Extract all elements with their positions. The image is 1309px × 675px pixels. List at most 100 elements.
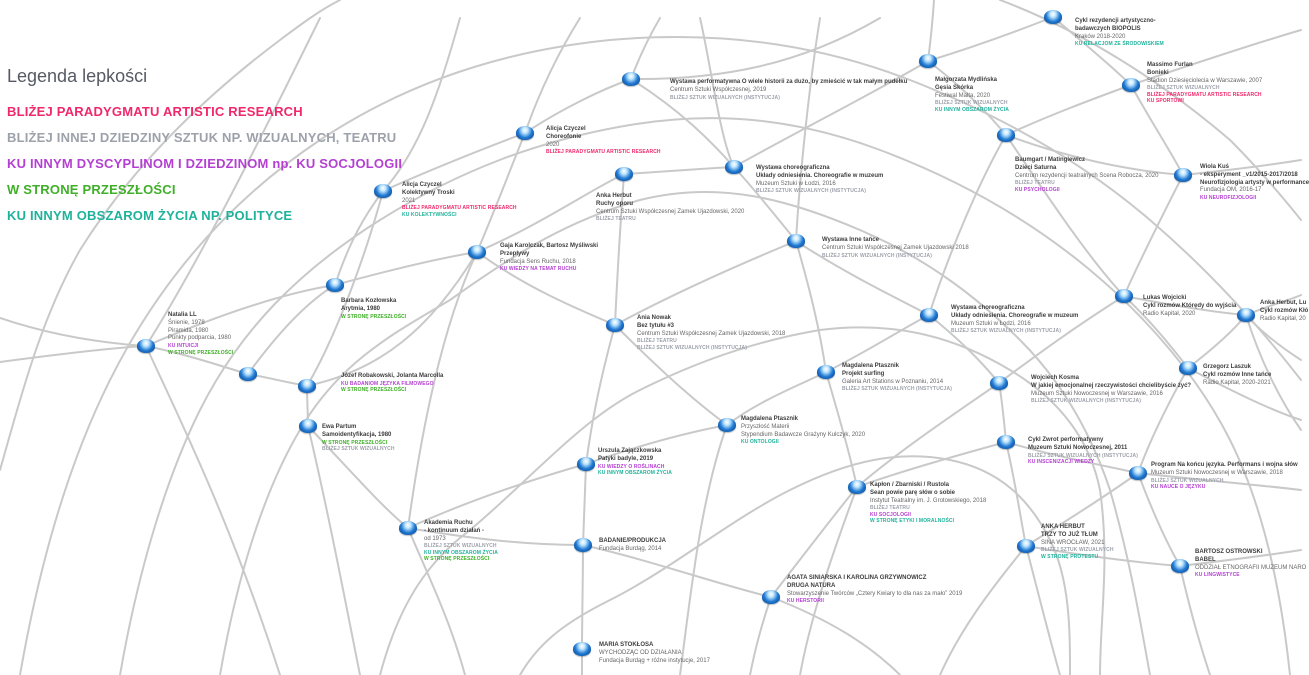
work-title: Ruchy oporu: [596, 200, 633, 207]
web-node-marker[interactable]: [326, 278, 344, 292]
work-meta: SINA WROCŁAW, 2021: [1041, 539, 1105, 546]
work-meta: Radio Kapitał, 2020-2021: [1203, 379, 1271, 386]
web-node-marker[interactable]: [1237, 308, 1255, 322]
web-node-marker[interactable]: [919, 54, 937, 68]
stickiness-tag: BLIŻEJ SZTUK WIZUALNYCH: [1147, 85, 1220, 92]
web-node-marker[interactable]: [718, 418, 736, 432]
work-title: Sean powie parę słów o sobie: [870, 489, 956, 496]
stickiness-tag: BLIŻEJ SZTUK WIZUALNYCH (INSTYTUCJA): [1028, 452, 1138, 459]
web-node-marker[interactable]: [725, 160, 743, 174]
stickiness-tag: BLIŻEJ SZTUK WIZUALNYCH (INSTYTUCJA): [1031, 398, 1141, 405]
web-node-marker[interactable]: [374, 184, 392, 198]
web-node-marker[interactable]: [468, 245, 486, 259]
web-node-marker[interactable]: [787, 234, 805, 248]
web-node-marker[interactable]: [1179, 361, 1197, 375]
work-meta: Piramida, 1980: [168, 327, 209, 334]
work-meta: Radio Kapitał, 20: [1260, 315, 1306, 322]
stickiness-tag: BLIŻEJ SZTUK WIZUALNYCH (INSTYTUCJA): [822, 252, 932, 259]
web-node-marker[interactable]: [848, 480, 866, 494]
stickiness-tag: W STRONĘ PRZESZŁOŚCI: [322, 439, 388, 446]
web-node-marker[interactable]: [573, 642, 591, 656]
work-title: Patyki badyle, 2019: [598, 455, 654, 462]
stickiness-tag: KU INNYM OBSZAROM ŻYCIA: [935, 106, 1009, 113]
work-title: Wystawa choreograficzna: [756, 165, 830, 171]
stickiness-tag: BLIŻEJ SZTUK WIZUALNYCH (INSTYTUCJA): [951, 328, 1061, 335]
work-title: Józef Robakowski, Jolanta Marcolla: [341, 373, 444, 379]
work-meta: WYCHODZĄC OD DZIAŁANIA: [599, 649, 682, 656]
web-node-marker[interactable]: [606, 318, 624, 332]
work-meta: Stowarzyszenie Twórców „Cztery Kwiary to…: [787, 590, 963, 597]
work-title: Wiola Kuś: [1200, 164, 1229, 170]
work-title: Wystawa Inne tańce: [822, 237, 879, 243]
web-node-marker[interactable]: [516, 126, 534, 140]
web-node-marker[interactable]: [1044, 10, 1062, 24]
stickiness-tag: KU LINGWISTYCE: [1195, 572, 1240, 579]
work-card: Akademia Ruchu- kontinuum działań -od 19…: [424, 520, 498, 563]
work-meta: ODDZIAŁ ETNOGRAFII MUZEUM NARO: [1195, 564, 1307, 571]
web-node-marker[interactable]: [577, 457, 595, 471]
work-title: Cykl Zwrot performatywny: [1028, 437, 1104, 443]
stickiness-tag: W STRONĘ PRZESZŁOŚCI: [341, 387, 407, 394]
stickiness-tag: KU PSYCHOLOGII: [1015, 186, 1060, 193]
stickiness-tag: BLIŻEJ SZTUK WIZUALNYCH: [424, 543, 497, 550]
work-title: Bonieki: [1147, 69, 1169, 76]
work-title: Barbara Kozłowska: [341, 298, 397, 304]
web-node-marker[interactable]: [399, 521, 417, 535]
work-title: Grzegorz Laszuk: [1203, 364, 1252, 370]
work-meta: Przyszłość Materii: [741, 423, 790, 430]
work-title: Natalia LL: [168, 312, 197, 318]
work-title: Układy odniesienia. Choreografie w muzeu…: [951, 312, 1079, 319]
work-title: Gaja Karolczak, Bartosz Myśliwski: [500, 243, 599, 249]
work-card: Wystawa performatywna O wiele historii z…: [670, 79, 907, 101]
web-node-marker[interactable]: [239, 367, 257, 381]
web-node-marker[interactable]: [1115, 289, 1133, 303]
work-title: Dzieci Saturna: [1015, 164, 1057, 171]
work-title: ANKA HERBUT: [1041, 524, 1085, 530]
work-meta: Kraków 2018-2020: [1075, 33, 1126, 40]
stickiness-tag: BLIŻEJ SZTUK WIZUALNYCH: [322, 446, 395, 453]
stickiness-tag: KU NEUROFIZJOLOGII: [1200, 195, 1257, 202]
work-meta: Centrum Sztuki Współczesnej Zamek Ujazdo…: [637, 330, 786, 337]
stickiness-tag: KU INSCENIZACJI WIEDZY: [1028, 459, 1095, 466]
web-node-marker[interactable]: [762, 590, 780, 604]
work-meta: Galeria Art Stations w Poznaniu, 2014: [842, 378, 944, 385]
stickiness-tag: BLIŻEJ SZTUK WIZUALNYCH (INSTYTUCJA): [670, 94, 780, 101]
work-title: Arytmia, 1980: [341, 305, 381, 312]
web-node-marker[interactable]: [920, 308, 938, 322]
web-node-marker[interactable]: [1017, 539, 1035, 553]
web-node-marker[interactable]: [997, 435, 1015, 449]
web-node-marker[interactable]: [137, 339, 155, 353]
web-node-marker[interactable]: [615, 167, 633, 181]
stickiness-tag: KU KOLEKTYWNOŚCI: [402, 211, 457, 218]
work-title: Baumgart / Matinglewicz: [1015, 157, 1086, 163]
web-node-marker[interactable]: [817, 365, 835, 379]
work-title: Bez tytułu #3: [637, 322, 675, 329]
web-node-marker[interactable]: [1171, 559, 1189, 573]
work-title: Przepływy: [500, 250, 530, 257]
work-title: MARIA STOKŁOSA: [599, 642, 654, 648]
web-node-marker[interactable]: [990, 376, 1008, 390]
web-node-marker[interactable]: [298, 379, 316, 393]
web-node-marker[interactable]: [622, 72, 640, 86]
web-node-marker[interactable]: [299, 419, 317, 433]
web-node-marker[interactable]: [997, 128, 1015, 142]
web-node-marker[interactable]: [1174, 168, 1192, 182]
web-node-marker[interactable]: [1122, 78, 1140, 92]
work-title: Akademia Ruchu: [424, 520, 473, 526]
legend-title: Legenda lepkości: [7, 66, 148, 86]
web-node-marker[interactable]: [574, 538, 592, 552]
work-title: Kapłon / Zbarniski / Rustola: [870, 482, 950, 488]
web-node-marker[interactable]: [1129, 466, 1147, 480]
work-title: Program Na końcu języka. Performans i wo…: [1151, 462, 1298, 468]
